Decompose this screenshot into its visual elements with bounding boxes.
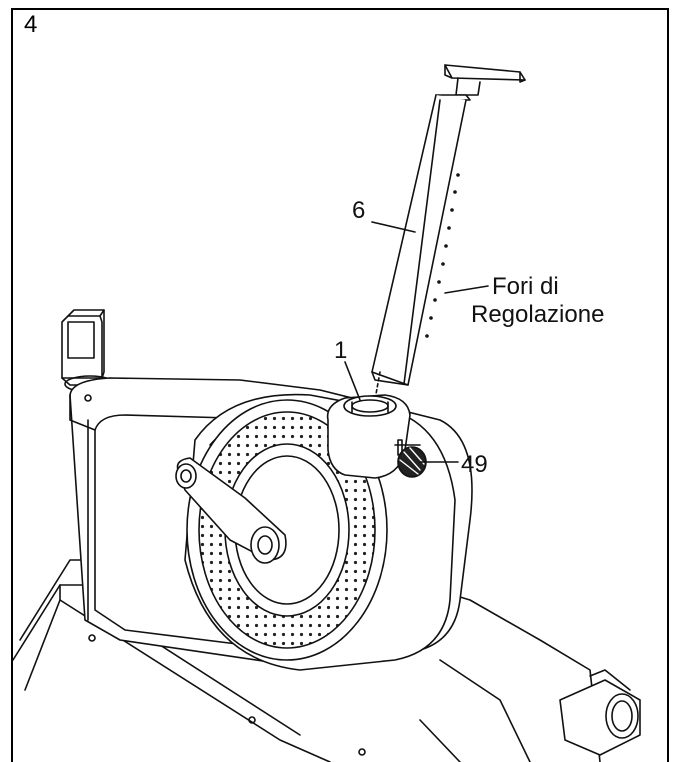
seat-tube-1 — [326, 394, 411, 479]
crank-arm — [175, 457, 287, 564]
callout-part-6: 6 — [352, 197, 366, 224]
handlebar-post — [61, 309, 116, 393]
callout-holes-line1: Fori di — [492, 273, 559, 300]
stabilizer-wheel — [559, 669, 641, 756]
callout-part-1: 1 — [334, 337, 348, 364]
leader-lines — [344, 221, 489, 401]
seat-post-6 — [371, 64, 526, 395]
adjustment-knob-49 — [394, 439, 459, 478]
step-number: 4 — [24, 11, 38, 38]
callout-part-49: 49 — [461, 451, 488, 478]
callout-holes-line2: Regolazione — [471, 301, 605, 328]
figure-frame — [11, 8, 669, 762]
